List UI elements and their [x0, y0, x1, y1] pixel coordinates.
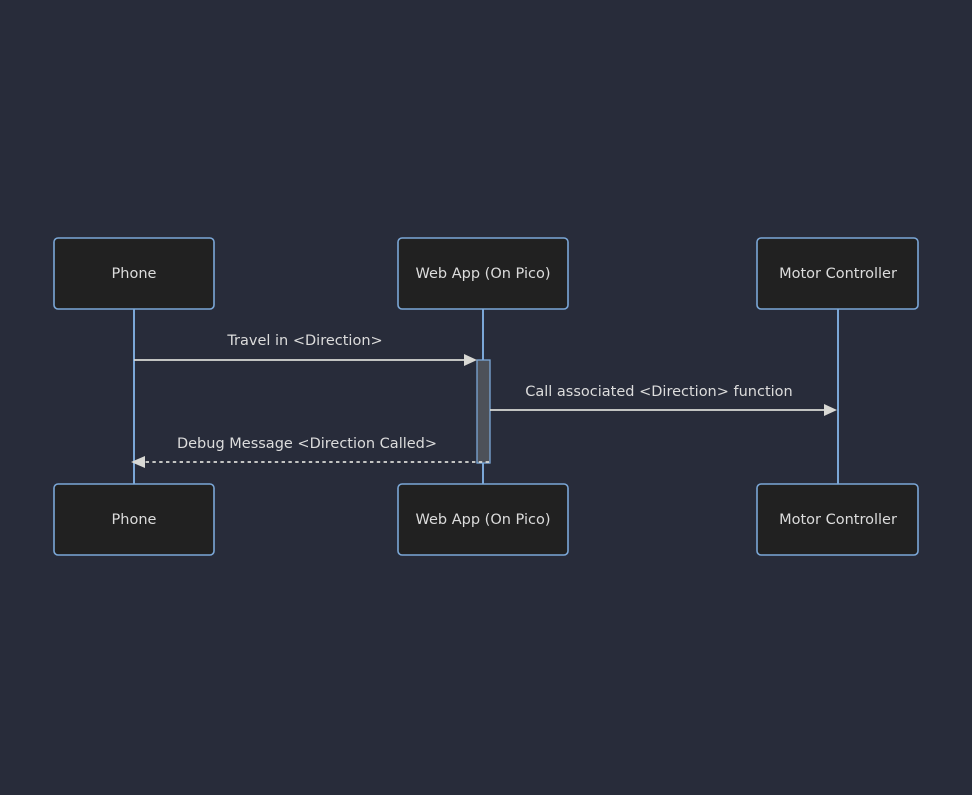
participant-box-phone-top[interactable]: Phone [53, 237, 215, 310]
activation-webapp [476, 359, 491, 464]
participant-label: Web App (On Pico) [416, 266, 551, 282]
participant-label: Phone [112, 512, 157, 528]
participant-label: Motor Controller [779, 512, 897, 528]
participant-box-motor-bottom[interactable]: Motor Controller [756, 483, 919, 556]
activation-bar [476, 359, 491, 464]
participant-label: Motor Controller [779, 266, 897, 282]
participant-box-webapp-bottom[interactable]: Web App (On Pico) [397, 483, 569, 556]
participant-box[interactable] [397, 483, 569, 556]
message-travel-arrowhead [464, 354, 477, 366]
message-debug-label: Debug Message <Direction Called> [177, 436, 437, 452]
participant-label: Phone [112, 266, 157, 282]
participant-box[interactable] [53, 483, 215, 556]
message-call: Call associated <Direction> function [490, 384, 837, 416]
participant-box-phone-bottom[interactable]: Phone [53, 483, 215, 556]
message-call-arrowhead [824, 404, 837, 416]
message-travel: Travel in <Direction> [134, 333, 477, 366]
participant-box-motor-top[interactable]: Motor Controller [756, 237, 919, 310]
participant-box[interactable] [397, 237, 569, 310]
participant-box[interactable] [756, 237, 919, 310]
message-debug: Debug Message <Direction Called> [131, 436, 489, 468]
participant-box[interactable] [53, 237, 215, 310]
message-call-label: Call associated <Direction> function [525, 384, 793, 400]
participant-label: Web App (On Pico) [416, 512, 551, 528]
message-debug-arrowhead [131, 456, 145, 468]
participant-box[interactable] [756, 483, 919, 556]
message-travel-label: Travel in <Direction> [226, 333, 382, 349]
participant-box-webapp-top[interactable]: Web App (On Pico) [397, 237, 569, 310]
